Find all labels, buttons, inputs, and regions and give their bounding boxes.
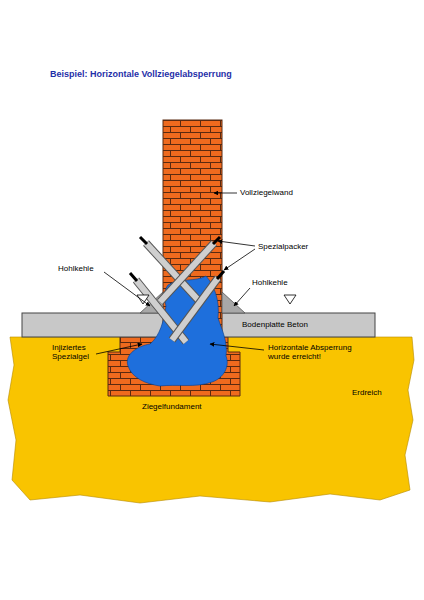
level-symbol <box>284 295 296 304</box>
part-label: Injiziertes Spezialgel <box>52 343 104 361</box>
part-label: Bodenplatte Beton <box>242 320 308 329</box>
packers <box>130 237 224 342</box>
fillet <box>222 292 245 313</box>
part-label: Erdreich <box>352 388 382 397</box>
injected-gel <box>127 276 227 386</box>
part-label: Spezialpacker <box>258 242 308 251</box>
part-label: Hohlkehle <box>58 264 94 273</box>
level-symbol <box>137 295 149 304</box>
part-label: Hohlkehle <box>252 278 288 287</box>
leader-lines <box>96 193 264 354</box>
part-label: Vollziegelwand <box>240 188 293 197</box>
part-label: Horizontale Absperrung wurde erreicht! <box>268 343 360 361</box>
diagram-title: Beispiel: Horizontale Vollziegelabsperru… <box>50 69 232 79</box>
part-label: Ziegelfundament <box>142 402 202 411</box>
